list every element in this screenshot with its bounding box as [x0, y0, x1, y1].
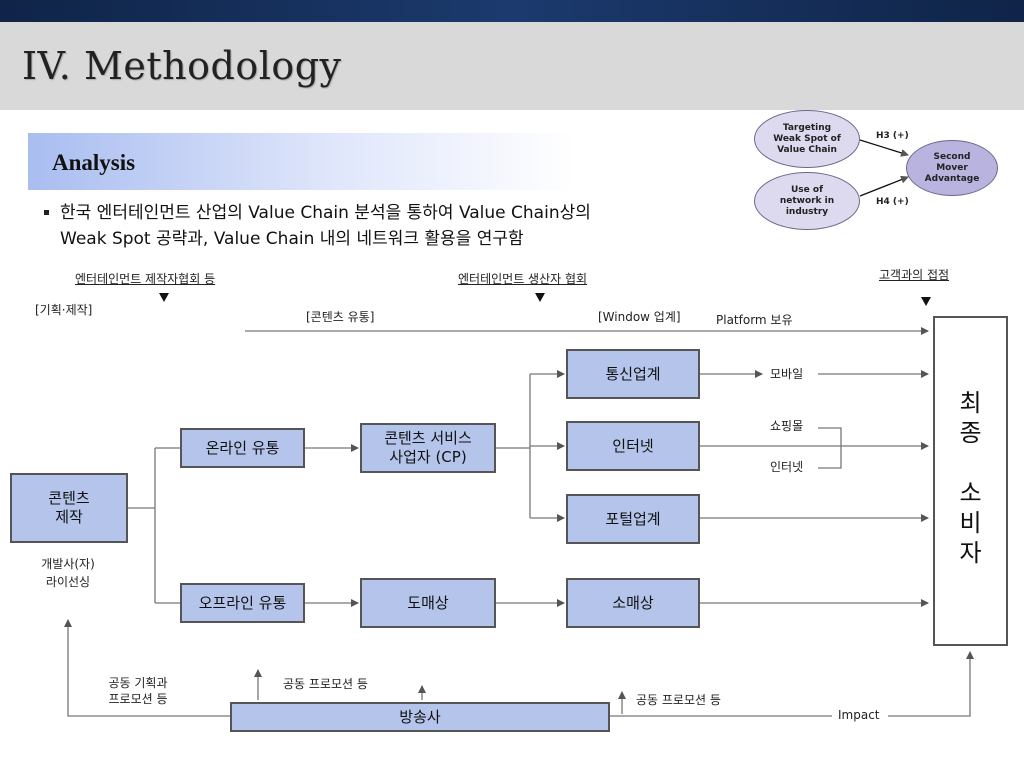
down-triangle-icon	[921, 297, 931, 306]
telecom-box: 통신업계	[566, 349, 700, 399]
joint-promo-label-2: 공동 프로모션 등	[636, 693, 721, 707]
final-consumer-box: 최 종 소 비 자	[933, 316, 1008, 646]
producers-org-label: 엔터테인먼트 생산자 협회	[458, 272, 588, 286]
header-bar	[0, 22, 1024, 110]
distribution-label: [콘텐츠 유통]	[306, 310, 375, 324]
wholesaler-box: 도매상	[360, 578, 496, 628]
online-distribution-box: 온라인 유통	[180, 428, 305, 468]
retailer-box: 소매상	[566, 578, 700, 628]
window-label: [Window 업계]	[598, 310, 681, 324]
h4-label: H4 (+)	[876, 197, 909, 207]
developer-label: 개발사(자) 라이선싱	[41, 557, 95, 589]
portal-box: 포털업계	[566, 494, 700, 544]
impact-label: Impact	[838, 708, 880, 722]
shopping-mall-label: 쇼핑몰	[770, 419, 804, 433]
bullet-line-1: 한국 엔터테인먼트 산업의 Value Chain 분석을 통하여 Value …	[60, 203, 591, 223]
planning-label: [기획·제작]	[35, 303, 93, 317]
offline-distribution-box: 오프라인 유통	[180, 583, 305, 623]
joint-planning-label: 공동 기획과 프로모션 등	[108, 676, 168, 706]
broadcaster-box: 방송사	[230, 702, 610, 732]
second-mover-node: Second Mover Advantage	[906, 140, 998, 196]
bullet-line-2: Weak Spot 공략과, Value Chain 내의 네트워크 활용을 연…	[60, 229, 524, 249]
page-title: IV. Methodology	[22, 44, 342, 88]
h3-label: H3 (+)	[876, 131, 909, 141]
platform-label: Platform 보유	[716, 313, 793, 327]
internet-box: 인터넷	[566, 421, 700, 471]
producers-assoc-label: 엔터테인먼트 제작자협회 등	[75, 272, 216, 286]
content-production-box: 콘텐츠 제작	[10, 473, 128, 543]
final-consumer-label: 최 종 소 비 자	[959, 389, 982, 567]
mobile-label: 모바일	[770, 367, 804, 381]
down-triangle-icon	[535, 293, 545, 302]
content-service-box: 콘텐츠 서비스 사업자 (CP)	[360, 423, 496, 473]
internet-sub-label: 인터넷	[770, 460, 804, 474]
bullet-marker	[44, 210, 49, 215]
section-title: Analysis	[52, 150, 136, 175]
section-bar	[28, 133, 576, 190]
down-triangle-icon	[159, 293, 169, 302]
weak-spot-node: Targeting Weak Spot of Value Chain	[754, 110, 860, 168]
bullet-text: 한국 엔터테인먼트 산업의 Value Chain 분석을 통하여 Value …	[60, 200, 720, 252]
joint-promo-label-1: 공동 프로모션 등	[283, 677, 368, 691]
network-node: Use of network in industry	[754, 172, 860, 230]
customer-contact-label: 고객과의 접점	[879, 268, 950, 282]
top-banner	[0, 0, 1024, 22]
